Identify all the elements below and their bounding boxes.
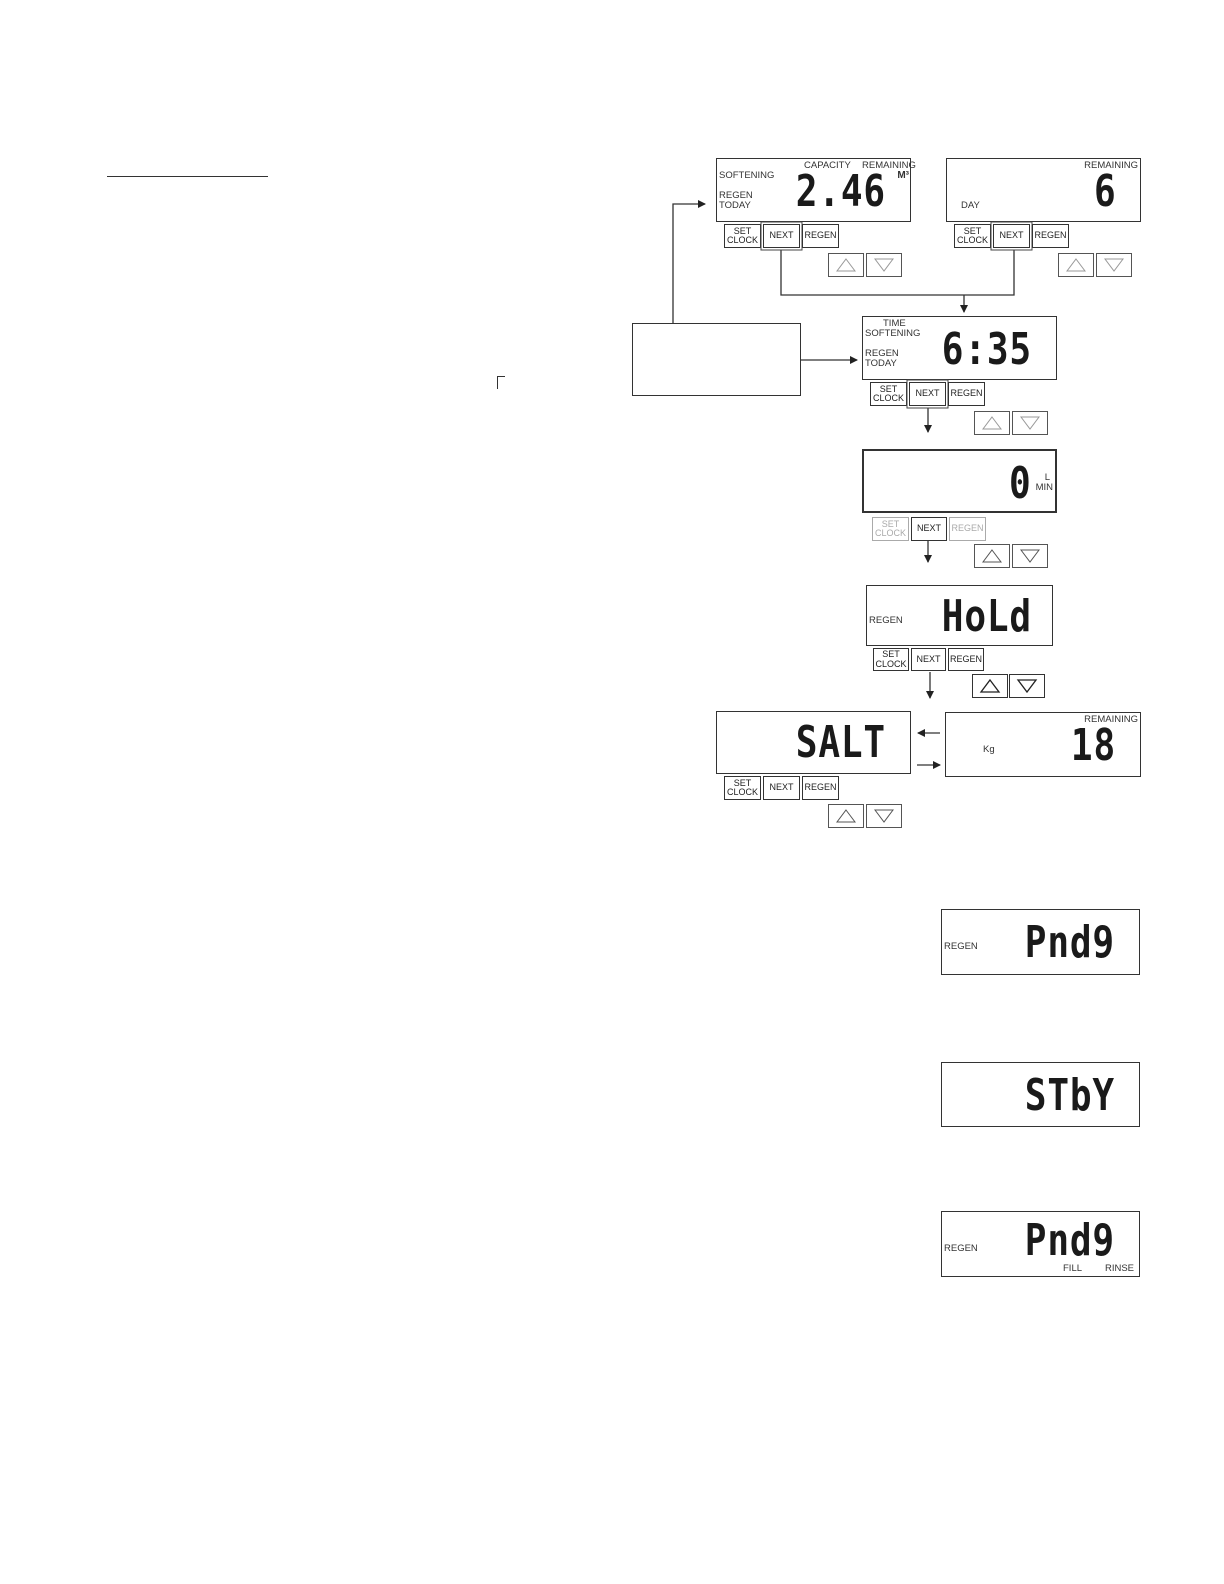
lcd-label-remaining: REMAINING [1084,714,1138,725]
lcd-value-day: 6 [1093,166,1116,217]
lcd-label-remaining: REMAINING [1084,160,1138,171]
next-button[interactable]: NEXT [911,648,946,671]
lcd-value-standby: STbY [1024,1070,1115,1121]
lcd-label-day: DAY [961,200,980,211]
down-triangle-icon [1020,416,1040,430]
lcd-pending-fill-rinse-screen: REGEN Pnd9 FILL RINSE [941,1211,1140,1277]
lcd-unit-l: L [1044,472,1050,483]
next-button[interactable]: NEXT [911,517,947,541]
regen-button[interactable]: REGEN [802,776,839,800]
down-button[interactable] [1009,674,1045,698]
lcd-salt-remaining-screen: REMAINING Kg 18 [945,712,1141,777]
lcd-label-regen: REGEN [869,615,903,626]
down-button[interactable] [866,804,902,828]
lcd-value-pending: Pnd9 [1024,1215,1115,1266]
up-button[interactable] [972,674,1008,698]
lcd-value-time: 6:35 [941,324,1032,375]
lcd-time-screen: TIME SOFTENING REGEN TODAY 6:35 [862,316,1057,380]
down-button[interactable] [1096,253,1132,277]
set-clock-button[interactable]: SET CLOCK [724,224,761,248]
lcd-label-regen: REGEN [944,941,978,952]
up-triangle-icon [836,809,856,823]
set-clock-button[interactable]: SET CLOCK [870,382,907,406]
next-button[interactable]: NEXT [763,776,800,800]
up-triangle-icon [982,416,1002,430]
down-triangle-icon [874,809,894,823]
down-button[interactable] [866,253,902,277]
lcd-day-screen: REMAINING DAY 6 [946,158,1141,222]
lcd-label-time: TIME [883,318,906,329]
up-button[interactable] [828,253,864,277]
lcd-standby-screen: STbY [941,1062,1140,1127]
down-button[interactable] [1012,544,1048,568]
down-triangle-icon [1020,549,1040,563]
lcd-label-softening: SOFTENING [865,328,921,339]
lcd-hold-screen: REGEN HoLd [866,585,1053,646]
set-clock-button[interactable]: SET CLOCK [954,224,991,248]
regen-button[interactable]: REGEN [948,382,985,406]
lcd-label-capacity: CAPACITY [804,160,851,171]
lcd-label-regen: REGEN [944,1243,978,1254]
up-button[interactable] [974,411,1010,435]
lcd-label-softening: SOFTENING [719,170,775,181]
lcd-value-pending: Pnd9 [1024,917,1115,968]
set-clock-button[interactable]: SET CLOCK [724,776,761,800]
up-triangle-icon [982,549,1002,563]
lcd-value-salt: SALT [795,717,886,768]
up-button[interactable] [1058,253,1094,277]
down-triangle-icon [1104,258,1124,272]
lcd-label-regen: REGEN [719,190,753,201]
down-triangle-icon [1016,679,1038,694]
corner-mark [497,376,505,389]
regen-button[interactable]: REGEN [948,648,984,671]
lcd-flow-screen: 0 L MIN [862,449,1057,513]
lcd-label-fill: FILL [1063,1263,1083,1274]
up-button[interactable] [828,804,864,828]
lcd-label-today: TODAY [719,200,751,211]
up-triangle-icon [836,258,856,272]
lcd-label-today: TODAY [865,358,897,369]
up-button[interactable] [974,544,1010,568]
down-button[interactable] [1012,411,1048,435]
note-box [632,323,801,396]
lcd-unit-m3: M³ [897,170,909,181]
next-button[interactable]: NEXT [909,382,946,406]
lcd-capacity-screen: SOFTENING REGEN TODAY CAPACITY REMAINING… [716,158,916,222]
lcd-value-salt-remaining: 18 [1070,720,1116,771]
lcd-label-kg: Kg [983,744,995,755]
lcd-value-flow: 0 [1008,458,1031,509]
lcd-label-regen: REGEN [865,348,899,359]
next-button[interactable]: NEXT [993,224,1030,248]
lcd-value-capacity: 2.46 [795,166,886,217]
regen-button[interactable]: REGEN [802,224,839,248]
up-triangle-icon [979,678,1001,693]
next-button[interactable]: NEXT [763,224,800,248]
lcd-unit-min: MIN [1035,482,1053,493]
lcd-value-hold: HoLd [941,591,1032,642]
lcd-salt-screen: SALT [716,711,911,774]
lcd-pending-screen: REGEN Pnd9 [941,909,1140,975]
lcd-label-rinse: RINSE [1104,1263,1134,1274]
regen-button[interactable]: REGEN [1032,224,1069,248]
up-triangle-icon [1066,258,1086,272]
regen-button[interactable]: REGEN [949,517,986,541]
lcd-label-remaining: REMAINING [862,160,916,171]
set-clock-button[interactable]: SET CLOCK [872,517,909,541]
down-triangle-icon [874,258,894,272]
set-clock-button[interactable]: SET CLOCK [873,648,909,671]
section-heading-underline [107,176,268,177]
